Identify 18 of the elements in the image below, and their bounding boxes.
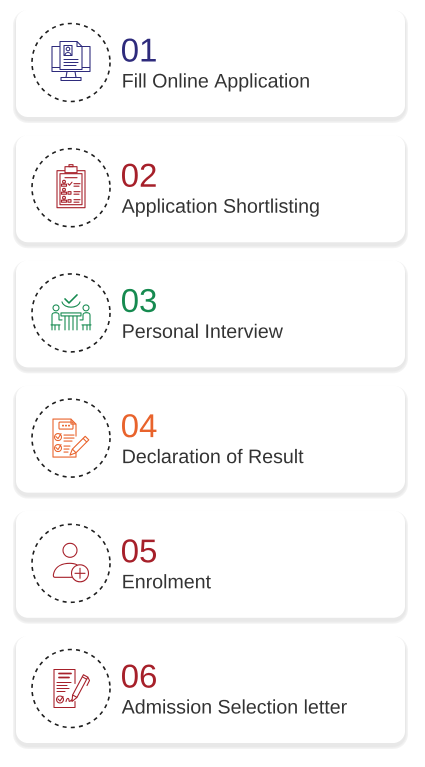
step-label: Personal Interview: [123, 324, 283, 338]
step-label: Declaration of Result: [123, 448, 304, 464]
step-label: Enrolment: [123, 574, 211, 588]
step-card: [13, 636, 408, 749]
step-label: Application Shortlisting: [122, 198, 319, 217]
step-label: Admission Selection letter: [122, 699, 347, 714]
step-card: [13, 135, 408, 248]
step-card: [13, 386, 408, 499]
step-number: 04: [122, 414, 156, 438]
step-card: [13, 260, 408, 374]
step-number: 02: [122, 164, 156, 188]
step-number: 01: [122, 38, 156, 62]
step-number: 03: [122, 288, 156, 312]
step-card: [13, 510, 408, 624]
step-label: Fill Online Application: [123, 73, 309, 92]
step-number: 05: [122, 539, 156, 563]
step-card: [13, 10, 408, 123]
step-number: 06: [122, 664, 156, 688]
